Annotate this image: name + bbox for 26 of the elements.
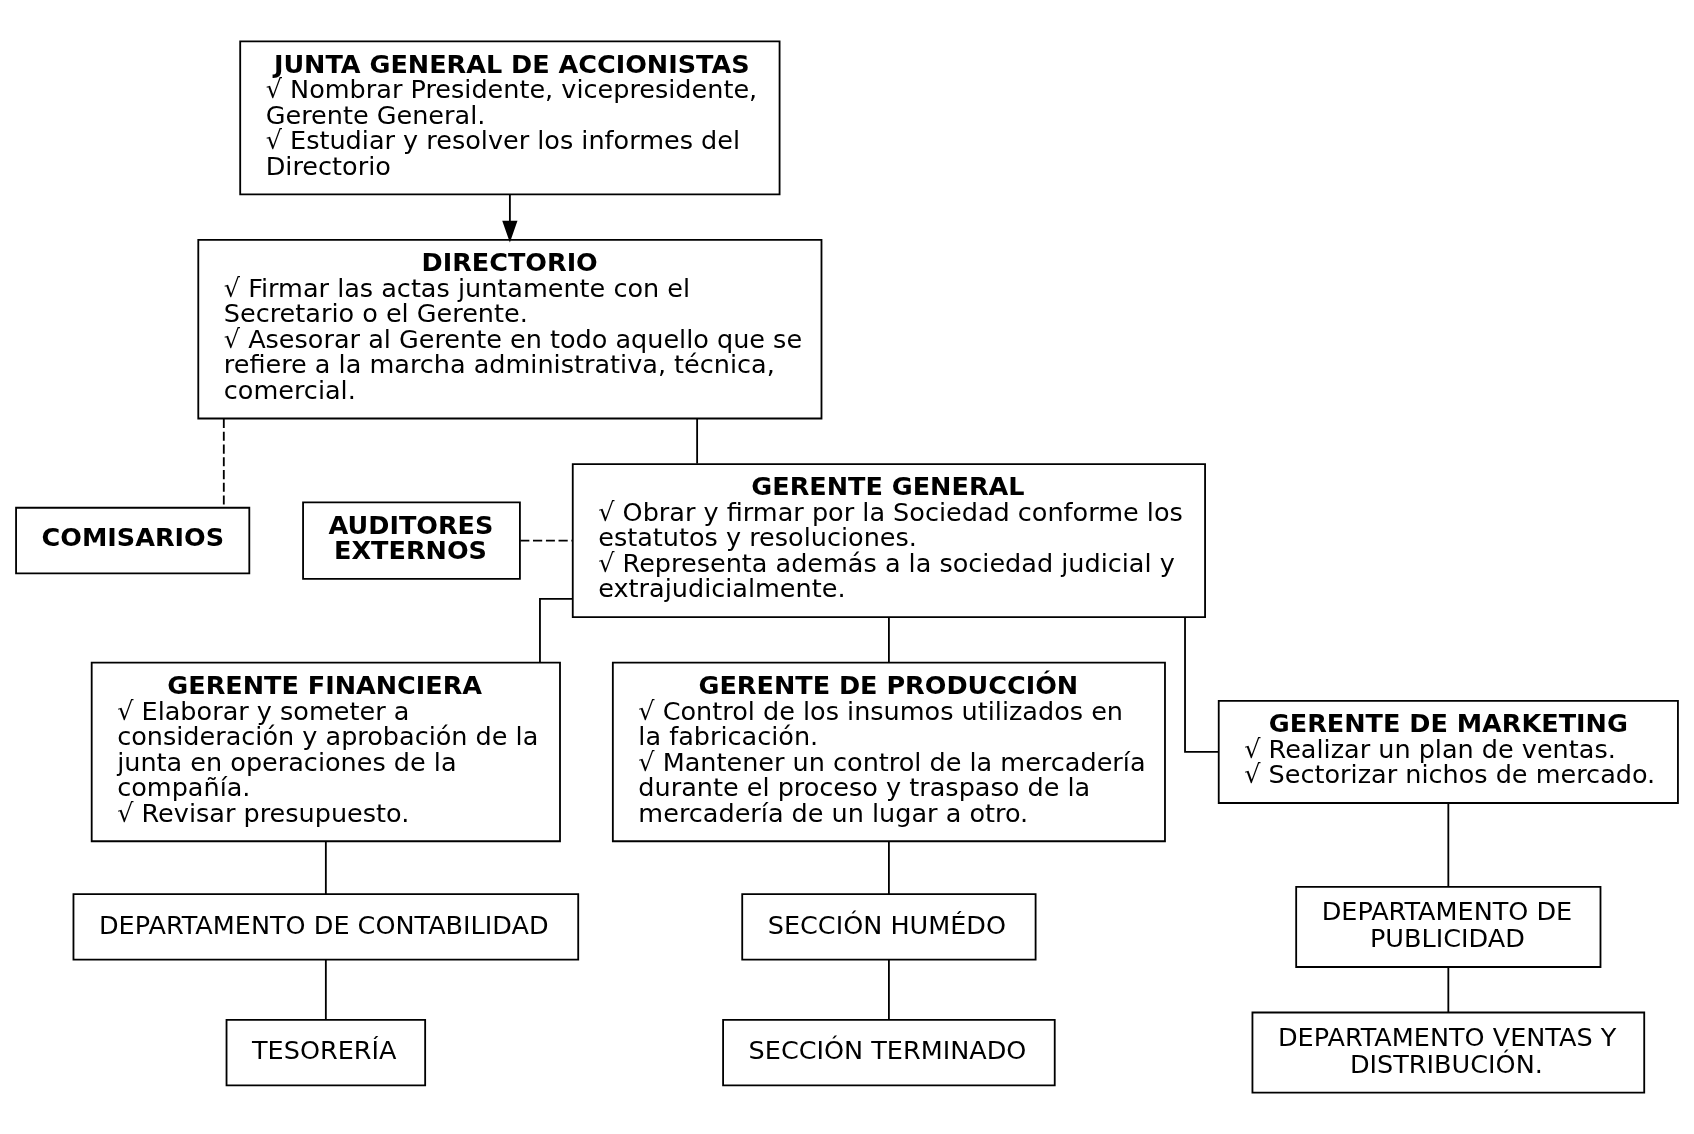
node-box: SECCIÓN HUMÉDO [741, 893, 1037, 961]
arrow [502, 193, 518, 243]
connector [888, 616, 890, 664]
node-box: AUDITORES EXTERNOS [302, 501, 521, 580]
node-box: GERENTE FINANCIERA √ Elaborar y someter a consideración y aprobación de la junta en operaciones de la compañía. √ Revisar presupuesto. [90, 661, 561, 843]
node-box: GERENTE DE MARKETING √ Realizar un plan de ventas. √ Sectorizar nichos de mercado. [1217, 700, 1679, 804]
connector [539, 598, 574, 663]
node-box: DEPARTAMENTO VENTAS Y DISTRIBUCIÓN. [1251, 1011, 1646, 1094]
connector [888, 840, 890, 895]
connector [888, 959, 890, 1021]
connector [1184, 616, 1220, 753]
connector [324, 959, 327, 1021]
node-box: GERENTE DE PRODUCCIÓN √ Control de los insumos utilizados en la fabricación. √ Mantener un control de la mercadería durante el proceso y traspaso de la mercadería de un lugar a otro. [611, 661, 1166, 843]
node-box: JUNTA GENERAL DE ACCIONISTAS √ Nombrar Presidente, vicepresidente, Gerente General. √ Estudiar y resolver los informes del Directorio [239, 40, 781, 196]
connector [1447, 966, 1450, 1014]
node-box: DEPARTAMENTO DE CONTABILIDAD [72, 893, 580, 961]
node-box: DIRECTORIO √ Firmar las actas juntamente con el Secretario o el Gerente. √ Asesorar al Gerente en todo aquello que se refiere a la marcha administrativa, técnica, comercial. [197, 239, 823, 420]
connector [519, 539, 574, 542]
node-box: TESORERÍA [225, 1018, 427, 1087]
connector [696, 417, 699, 465]
connector [1447, 802, 1450, 888]
node-box: DEPARTAMENTO DE PUBLICIDAD [1295, 885, 1602, 968]
connector [324, 840, 327, 895]
node-box: COMISARIOS [15, 506, 251, 575]
node-box: GERENTE GENERAL √ Obrar y firmar por la Sociedad conforme los estatutos y resoluciones. √ Representa además a la sociedad judicial y extrajudicialmente. [571, 463, 1206, 618]
node-box: SECCIÓN TERMINADO [722, 1018, 1056, 1087]
